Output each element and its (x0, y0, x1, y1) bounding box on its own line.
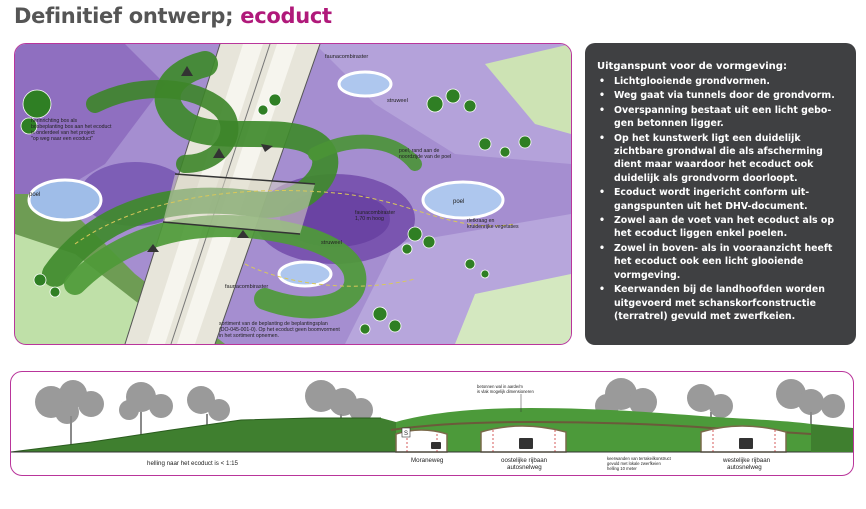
list-item-text: Zowel aan de voet van het ecoduct als op… (614, 215, 835, 240)
section-marker: S (404, 431, 408, 437)
label-top-note-1: betonnen wal in aarde/m (477, 384, 523, 389)
list-item-text: Zowel in boven- als in vooraanzicht heef… (614, 242, 833, 281)
poel-left-pool (27, 178, 103, 222)
list-item: • Op het kunstwerk ligt een duidelijk zic… (597, 132, 846, 186)
list-item-text: Weg gaat via tunnels door de grondvorm. (614, 90, 835, 102)
list-item: • Lichtglooiende grondvormen. (597, 75, 846, 88)
pool-north (337, 70, 393, 98)
purple-field-nw (15, 44, 165, 194)
bullet-icon: • (599, 242, 605, 254)
list-item: • Overspanning bestaat uit een licht gebo… (597, 104, 846, 131)
bullet-icon: • (599, 104, 605, 116)
label-side-note-1: keerwanden van terrakeilkonstruct (607, 456, 672, 461)
bullet-icon: • (599, 284, 605, 296)
section-marker-box (401, 427, 411, 438)
plan-view-svg: faunacombiraster herinrichting bos als b… (15, 44, 571, 344)
label-west-2: autosnelweg (727, 464, 762, 471)
label-rietkrans-2: kruidenrijke vegetaties (467, 224, 519, 230)
label-fauna-bottom: faunacombiraster (225, 284, 268, 290)
bullet-icon: • (599, 215, 605, 227)
title-main: Definitief ontwerp; (14, 4, 234, 28)
plan-view-drawing: faunacombiraster herinrichting bos als b… (14, 43, 572, 345)
label-side-note-3: helling 10 meter (607, 466, 637, 471)
list-item: • Weg gaat via tunnels door de grondvorm. (597, 89, 846, 102)
bullet-icon: • (599, 90, 605, 102)
label-fauna-mid-1: faunacombiraster (355, 210, 395, 216)
vehicles (431, 438, 753, 449)
label-struweel-bottom: struweel (321, 240, 342, 246)
label-note-3: in het sortiment opnemen. (219, 333, 279, 339)
bullet-icon: • (599, 76, 605, 87)
bullet-icon: • (599, 187, 605, 199)
list-item: • Keerwanden bij de landhoofden worden ui… (597, 283, 846, 323)
grass-se (455, 274, 571, 344)
bridge-edge-south (162, 221, 301, 235)
list-item-text: Overspanning bestaat uit een licht gebo-… (614, 104, 832, 130)
poel-right-pool (421, 180, 505, 220)
title-accent: ecoduct (240, 4, 332, 28)
label-poel-poelen-1: poel, rand aan de (399, 148, 439, 154)
label-ditch-note-4: "op weg naar een ecoduct" (31, 136, 93, 142)
direction-arrows (147, 66, 273, 252)
panel-heading: Uitganspunt voor de vormgeving: (597, 61, 787, 72)
bridge-edge-north (174, 173, 316, 185)
label-top-note-2: is vlak mogelijk dimensioneren (477, 389, 534, 394)
list-item-text: Ecoduct wordt ingericht conform uit- gan… (614, 187, 810, 212)
list-item: • Ecoduct wordt ingericht conform uit- ga… (597, 186, 846, 213)
slope-earth (11, 418, 396, 452)
contour-dashed-2 (244, 263, 416, 287)
label-note-1: sortiment van de beplanting de beplantin… (219, 321, 328, 327)
label-poel-right: poel (453, 199, 464, 205)
label-fauna-top: faunacombiraster (325, 54, 368, 60)
label-moraneweg: Moraneweg (411, 457, 444, 464)
cross-section-svg: S helling naar het ecoduct is < 1:15 Mor… (11, 378, 853, 471)
label-ditch-note-1: herinrichting bos als (31, 118, 78, 124)
label-poel-poelen-2: noordzijde van de poel (399, 154, 451, 160)
label-side-note-2: gevuld met lokale zwerfkeien (607, 461, 661, 466)
label-fauna-mid-2: 1,70 m hoog (355, 216, 384, 222)
label-west-1: westelijke rijbaan (722, 457, 771, 464)
list-item: • Zowel in boven- als in vooraanzicht hee… (597, 242, 846, 282)
grass-ne (485, 44, 571, 134)
design-principles-panel: Uitganspunt voor de vormgeving: • Lichtgl… (585, 43, 856, 345)
label-oost-1: oostelijke rijbaan (501, 457, 548, 464)
list-item-text: Op het kunstwerk ligt een duidelijk zich… (614, 132, 823, 184)
label-oost-2: autosnelweg (507, 464, 542, 471)
bullet-icon: • (599, 132, 605, 144)
label-rietkrans-1: rietkraag en (467, 218, 495, 224)
list-item: • Zowel aan de voet van het ecoduct als o… (597, 214, 846, 241)
slope-right (811, 424, 853, 452)
page-title: Definitief ontwerp; ecoduct (14, 4, 332, 28)
background-trees (35, 378, 845, 424)
slope-line (11, 417, 381, 453)
label-note-2: (DO-045-001-0). Op het ecoduct geen boom… (219, 327, 340, 333)
label-ditch-note-2: bosbeplanting bos aan het ecoduct (31, 124, 112, 130)
bridge-deck (163, 174, 315, 234)
list-item-text: Lichtglooiende grondvormen. (614, 76, 770, 87)
cross-section-drawing: S helling naar het ecoduct is < 1:15 Mor… (10, 371, 854, 476)
label-poel-left: poel (29, 192, 40, 198)
vegetation-band-south (64, 215, 367, 319)
trees-plan (20, 88, 532, 335)
label-slope: helling naar het ecoduct is < 1:15 (147, 460, 239, 467)
principles-list: • Lichtglooiende grondvormen. • Weg gaat v… (597, 75, 846, 323)
label-struweel-top: struweel (387, 98, 408, 104)
list-item-text: Keerwanden bij de landhoofden worden uit… (614, 284, 825, 322)
vegetation-band-ne (308, 134, 422, 171)
label-ditch-note-3: is onderdeel van het project (31, 130, 95, 136)
